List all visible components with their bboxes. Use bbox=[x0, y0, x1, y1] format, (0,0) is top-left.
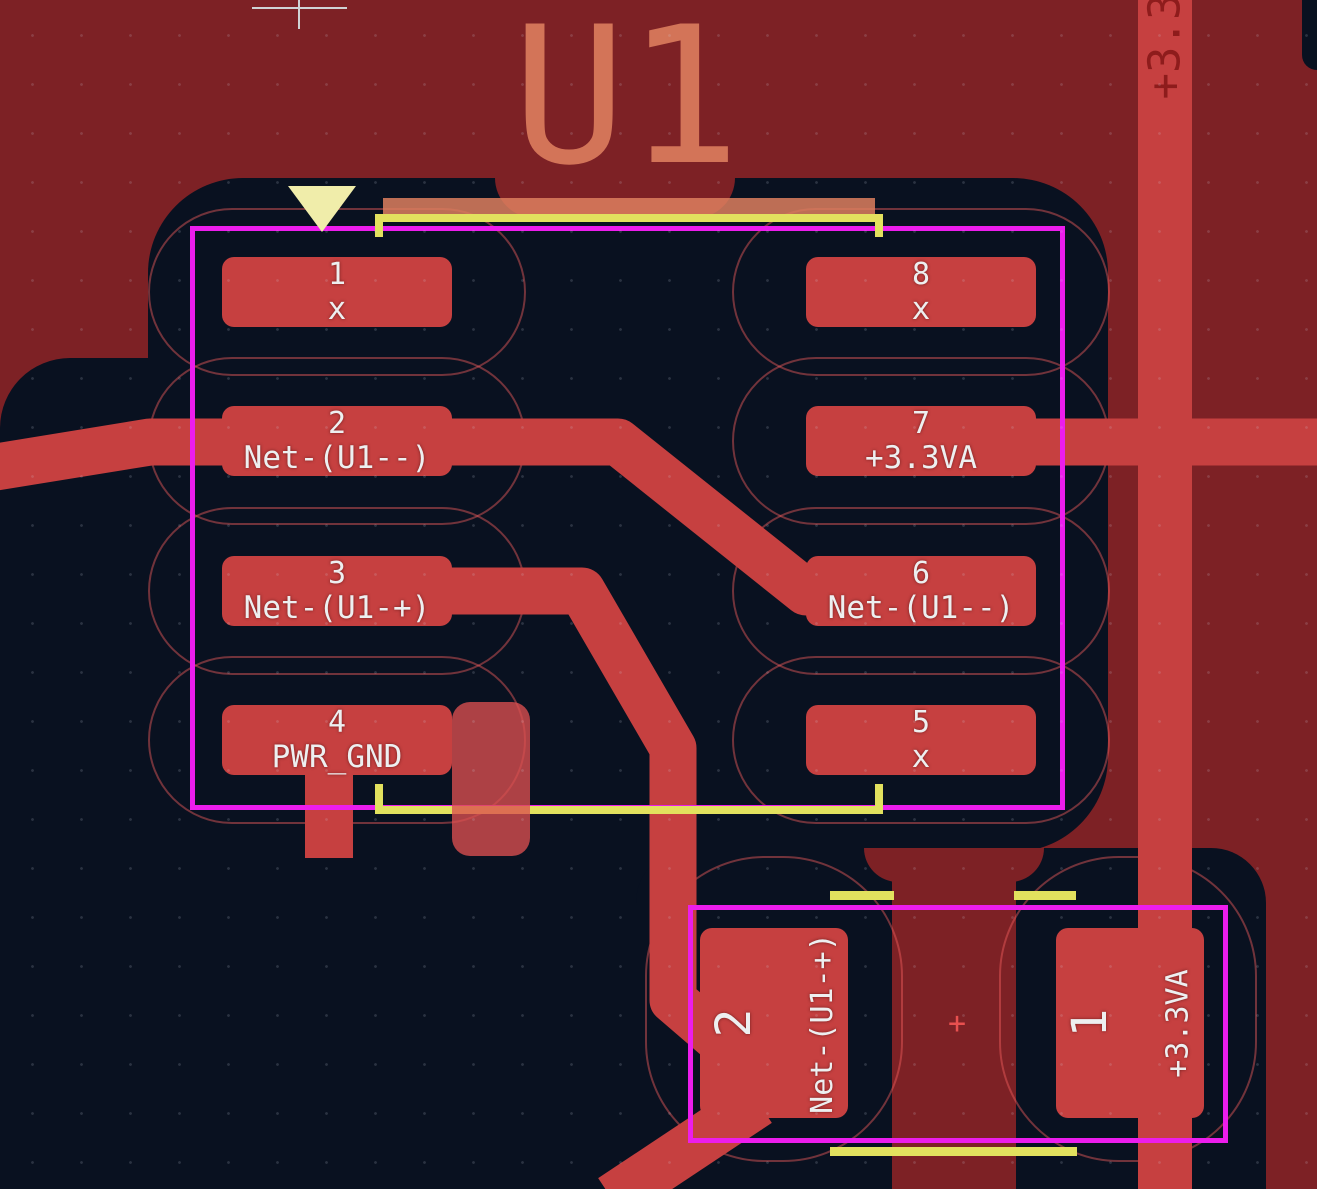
cap-pad-2[interactable]: 2 Net-(U1-+) bbox=[700, 928, 848, 1118]
pad-net-label: Net-(U1--) bbox=[243, 440, 431, 476]
ic-pad-1[interactable]: 1 x bbox=[222, 257, 452, 327]
reference-designator[interactable]: U1 bbox=[512, 0, 741, 207]
ic-pad-3[interactable]: 3 Net-(U1-+) bbox=[222, 556, 452, 626]
ic-pad-7[interactable]: 7 +3.3VA bbox=[806, 406, 1036, 476]
pad-clearance-outline bbox=[732, 208, 1110, 376]
net-label-3v3[interactable]: +3.3 bbox=[1139, 0, 1191, 99]
pad-number: 5 bbox=[911, 705, 931, 740]
cap-courtyard-outline bbox=[688, 905, 1228, 1143]
trace-net-u1-plus-exit[interactable] bbox=[598, 1081, 772, 1189]
pad-net-label: +3.3VA bbox=[1160, 968, 1196, 1078]
pad-number: 2 bbox=[327, 406, 347, 441]
pad-clearance-outline bbox=[999, 856, 1257, 1162]
pin1-triangle-marker-icon bbox=[288, 186, 356, 232]
fab-outline-bar bbox=[383, 198, 875, 214]
pad-number: 6 bbox=[911, 556, 931, 591]
cap-silkscreen-top-right bbox=[1014, 891, 1076, 900]
copper-overlap-patch bbox=[452, 702, 530, 856]
pad-clearance-outline bbox=[732, 656, 1110, 824]
trace-net-u1-plus[interactable] bbox=[410, 567, 768, 1086]
pad-number: 3 bbox=[327, 556, 347, 591]
silkscreen-line-top bbox=[375, 214, 883, 222]
ic-pad-6[interactable]: 6 Net-(U1--) bbox=[806, 556, 1036, 626]
silkscreen-hook bbox=[875, 215, 883, 237]
ic-pad-5[interactable]: 5 x bbox=[806, 705, 1036, 775]
pad-net-label: Net-(U1-+) bbox=[804, 932, 840, 1114]
silkscreen-line-bottom bbox=[375, 806, 883, 814]
ic-pad-8[interactable]: 8 x bbox=[806, 257, 1036, 327]
cap-pad-1[interactable]: 1 +3.3VA bbox=[1056, 928, 1204, 1118]
pad-net-label: PWR_GND bbox=[271, 739, 403, 775]
ic-pad-2[interactable]: 2 Net-(U1--) bbox=[222, 406, 452, 476]
pad-number: 7 bbox=[911, 406, 931, 441]
pad-number: 8 bbox=[911, 257, 931, 292]
pad-net-label: Net-(U1--) bbox=[827, 590, 1015, 626]
pad-net-label: +3.3VA bbox=[865, 440, 977, 476]
zone-neck bbox=[892, 848, 1016, 1189]
pad-net-label: x bbox=[911, 291, 931, 327]
silkscreen-hook bbox=[375, 784, 383, 806]
pad-net-label: x bbox=[327, 291, 347, 327]
silkscreen-hook bbox=[375, 215, 383, 237]
footprint-anchor-crosshair-icon bbox=[298, 0, 300, 29]
pad-number: 1 bbox=[327, 257, 347, 292]
pad-number: 4 bbox=[327, 705, 347, 740]
silkscreen-hook bbox=[875, 784, 883, 806]
ic-pad-4[interactable]: 4 PWR_GND bbox=[222, 705, 452, 775]
pad-clearance-outline bbox=[732, 507, 1110, 675]
pad-net-label: x bbox=[911, 739, 931, 775]
cap-silkscreen-bottom bbox=[830, 1147, 1077, 1156]
pad-clearance-outline bbox=[645, 856, 903, 1162]
pad-net-label: Net-(U1-+) bbox=[243, 590, 431, 626]
cap-anchor-cross-icon: + bbox=[947, 1006, 967, 1041]
cap-silkscreen-top-left bbox=[830, 891, 894, 900]
board-dark-top-right-sliver bbox=[1302, 0, 1317, 70]
